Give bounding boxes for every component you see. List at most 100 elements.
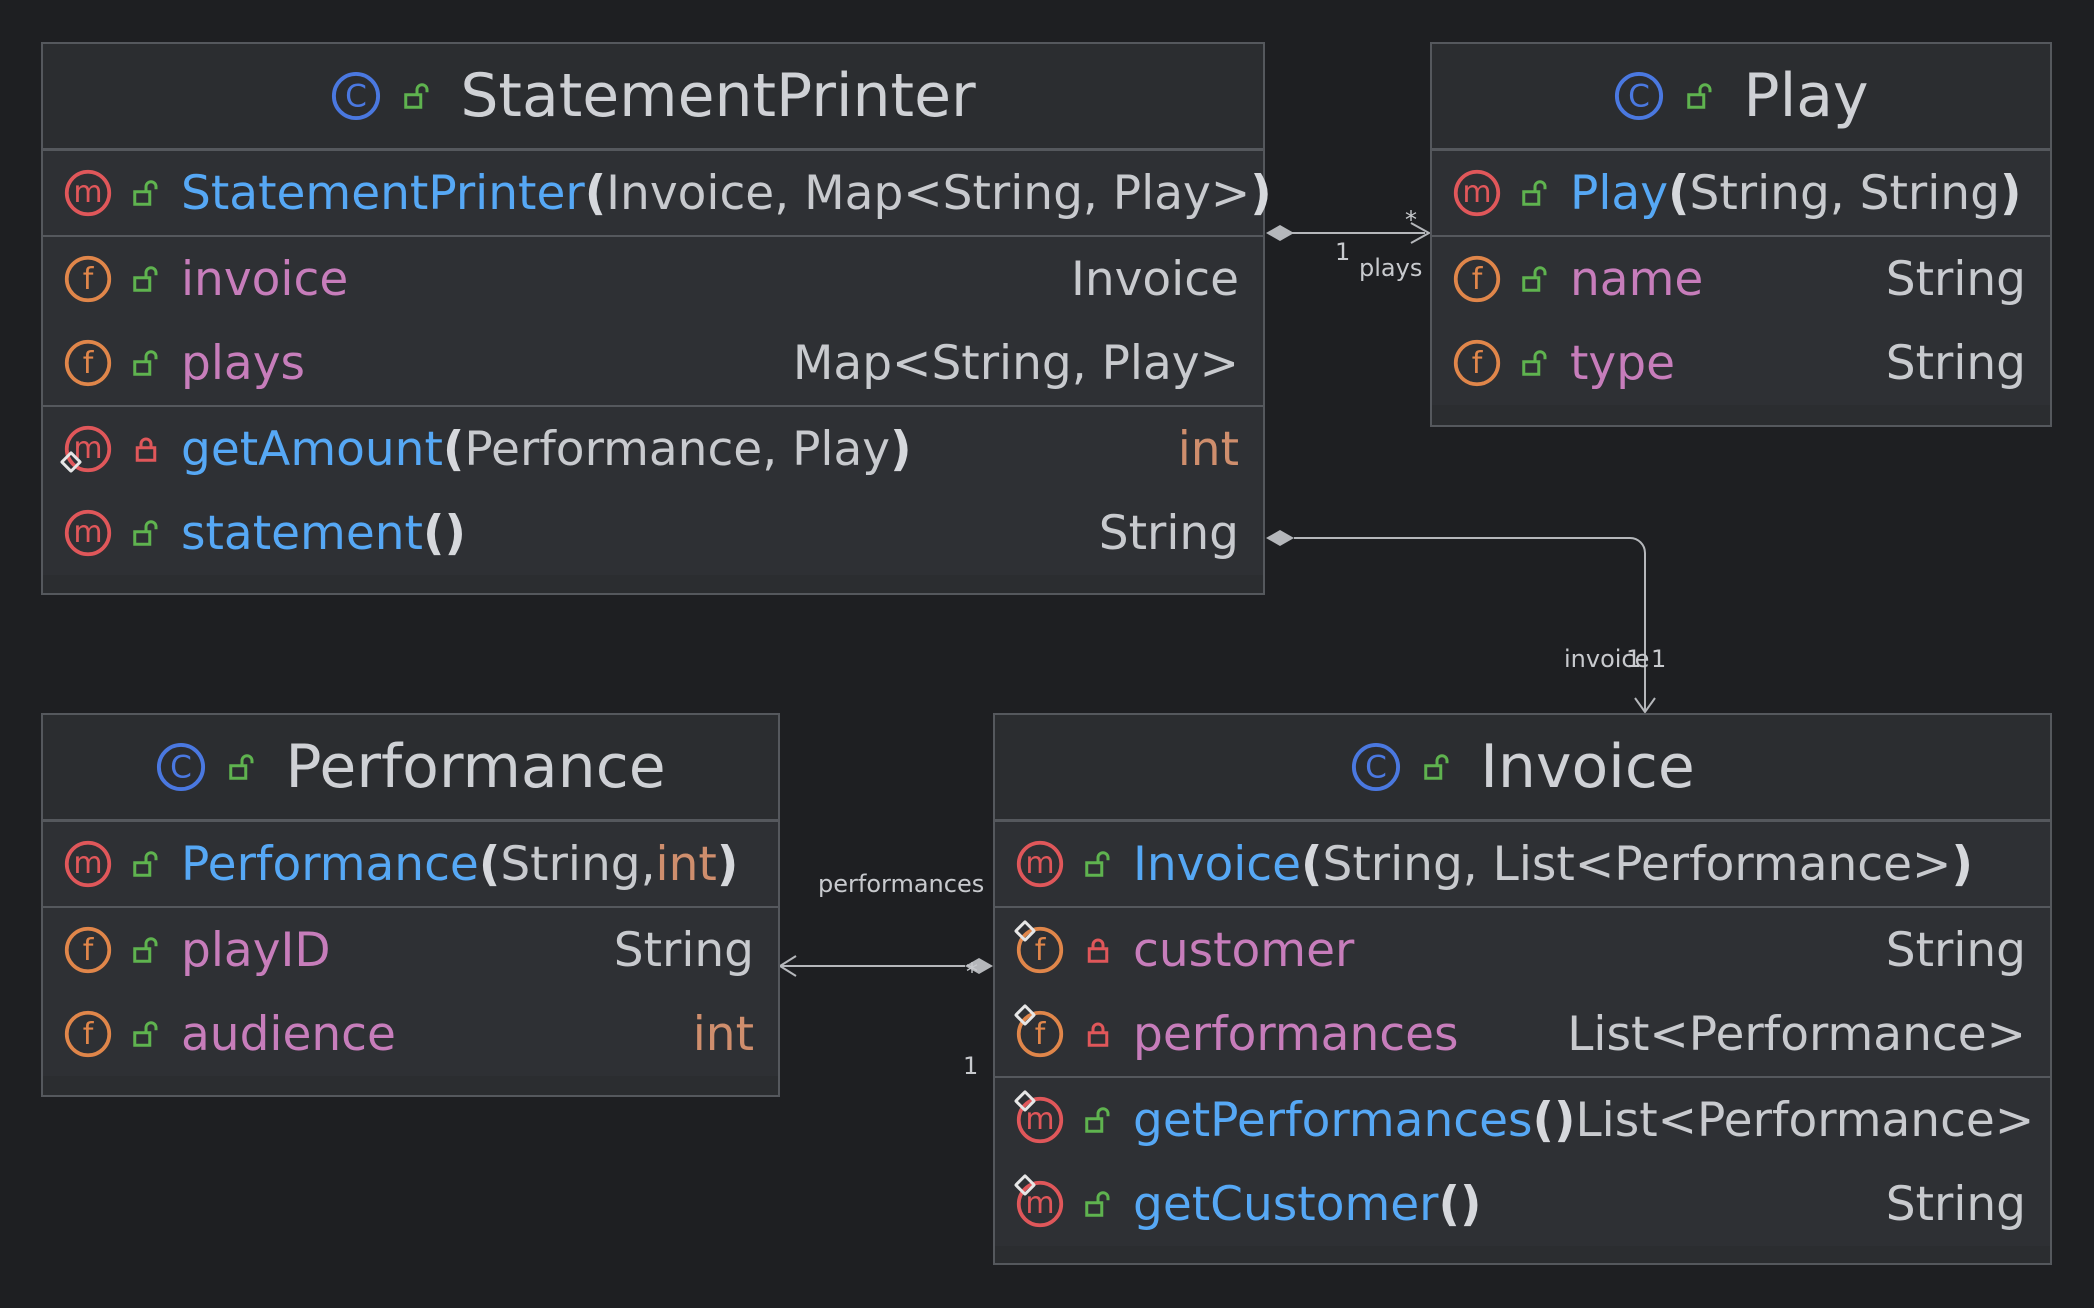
- unlocked-icon: [131, 348, 161, 378]
- member-name: Play: [1570, 165, 1669, 221]
- fields-section: customer String performances List<Perfor…: [995, 908, 2050, 1078]
- relation-invoice: [1266, 530, 1656, 714]
- member-name: type: [1570, 335, 1675, 391]
- unlocked-icon: [131, 518, 161, 548]
- class-icon: [1350, 741, 1402, 793]
- locked-icon: [131, 434, 161, 464]
- constructors-section: Play(String, String): [1432, 151, 2050, 237]
- field-icon: [1452, 254, 1502, 304]
- member-name: getPerformances: [1133, 1092, 1533, 1148]
- unlocked-icon: [1520, 348, 1550, 378]
- constructors-section: Performance(String, int): [43, 822, 778, 908]
- class-icon: [155, 741, 207, 793]
- method-icon: [63, 168, 113, 218]
- unlocked-icon: [131, 935, 161, 965]
- member-row[interactable]: Performance(String, int): [43, 822, 778, 906]
- method-icon: [63, 839, 113, 889]
- class-header: StatementPrinter: [43, 44, 1263, 151]
- member-row[interactable]: getCustomer() String: [995, 1162, 2050, 1246]
- class-header: Performance: [43, 715, 778, 822]
- member-row[interactable]: name String: [1432, 237, 2050, 321]
- class-invoice[interactable]: Invoice Invoice(String, List<Performance…: [993, 713, 2052, 1265]
- fields-section: playID String audience int: [43, 908, 778, 1076]
- arrow-head: [778, 955, 797, 977]
- member-params-primitive: int: [655, 836, 717, 892]
- member-name: StatementPrinter: [181, 165, 585, 221]
- fields-section: name String type String: [1432, 237, 2050, 405]
- class-icon: [1613, 70, 1665, 122]
- member-type: String: [1098, 505, 1239, 561]
- member-row[interactable]: type String: [1432, 321, 2050, 405]
- constructors-section: StatementPrinter(Invoice, Map<String, Pl…: [43, 151, 1272, 237]
- methods-section: getAmount(Performance, Play) int stateme…: [43, 407, 1263, 575]
- field-icon: [63, 338, 113, 388]
- unlocked-icon: [131, 178, 161, 208]
- plays-target-mult: *: [1405, 206, 1417, 234]
- performances-label: performances: [818, 870, 985, 898]
- plays-source-mult: 1: [1335, 238, 1351, 266]
- unlocked-icon: [1083, 849, 1113, 879]
- relation-performances: [778, 955, 993, 977]
- class-header: Invoice: [995, 715, 2050, 822]
- member-name: name: [1570, 251, 1704, 307]
- member-row[interactable]: plays Map<String, Play>: [43, 321, 1263, 405]
- member-name: Invoice: [1133, 836, 1302, 892]
- member-params: Invoice, Map<String, Play>: [606, 165, 1251, 221]
- member-row[interactable]: audience int: [43, 992, 778, 1076]
- member-row[interactable]: Invoice(String, List<Performance>): [995, 822, 2050, 906]
- class-statement-printer[interactable]: StatementPrinter StatementPrinter(Invoic…: [41, 42, 1272, 595]
- field-icon: [63, 925, 113, 975]
- member-params: String,: [500, 836, 656, 892]
- member-name: audience: [181, 1006, 396, 1062]
- performances-target-mult: *: [966, 958, 978, 986]
- member-type: Invoice: [1070, 251, 1239, 307]
- member-name: performances: [1133, 1006, 1459, 1062]
- member-row[interactable]: customer String: [995, 908, 2050, 992]
- unlocked-icon: [1685, 81, 1715, 111]
- member-name: statement: [181, 505, 423, 561]
- class-name: StatementPrinter: [460, 61, 976, 131]
- member-row[interactable]: getPerformances() List<Performance>: [995, 1078, 2050, 1162]
- member-row[interactable]: statement() String: [43, 491, 1263, 575]
- class-icon: [330, 70, 382, 122]
- field-icon: [1452, 338, 1502, 388]
- performances-source-mult: 1: [963, 1052, 979, 1080]
- member-row[interactable]: getAmount(Performance, Play) int: [43, 407, 1263, 491]
- member-row[interactable]: performances List<Performance>: [995, 992, 2050, 1076]
- class-performance[interactable]: Performance Performance(String, int) pla…: [41, 713, 780, 1097]
- unlocked-icon: [131, 1019, 161, 1049]
- invoice-source-mult: 1: [1626, 645, 1642, 673]
- locked-icon: [1083, 1019, 1113, 1049]
- invoice-target-mult: 1: [1651, 645, 1667, 673]
- invoice-label: invoice: [1564, 645, 1650, 673]
- member-type: List<Performance>: [1567, 1006, 2026, 1062]
- member-name: Performance: [181, 836, 479, 892]
- member-name: getAmount: [181, 421, 443, 477]
- composition-diamond: [1266, 530, 1294, 546]
- member-type: int: [1177, 421, 1239, 477]
- arrow-head: [1634, 697, 1656, 714]
- member-name: getCustomer: [1133, 1176, 1439, 1232]
- member-row[interactable]: StatementPrinter(Invoice, Map<String, Pl…: [43, 151, 1272, 235]
- member-row[interactable]: Play(String, String): [1432, 151, 2050, 235]
- methods-section: getPerformances() List<Performance> getC…: [995, 1078, 2050, 1246]
- member-type: String: [1885, 251, 2026, 307]
- member-type: List<Performance>: [1575, 1092, 2035, 1148]
- class-name: Invoice: [1480, 732, 1695, 802]
- composition-diamond: [1266, 225, 1294, 241]
- class-play[interactable]: Play Play(String, String) name String ty…: [1430, 42, 2052, 427]
- member-row[interactable]: playID String: [43, 908, 778, 992]
- class-header: Play: [1432, 44, 2050, 151]
- member-row[interactable]: invoice Invoice: [43, 237, 1263, 321]
- member-type: Map<String, Play>: [792, 335, 1239, 391]
- unlocked-icon: [1520, 264, 1550, 294]
- member-type: String: [613, 922, 754, 978]
- unlocked-icon: [131, 849, 161, 879]
- member-name: plays: [181, 335, 305, 391]
- field-icon: [63, 1009, 113, 1059]
- unlocked-icon: [1422, 752, 1452, 782]
- unlocked-icon: [227, 752, 257, 782]
- member-type: String: [1885, 1176, 2026, 1232]
- unlocked-icon: [1520, 178, 1550, 208]
- fields-section: invoice Invoice plays Map<String, Play>: [43, 237, 1263, 407]
